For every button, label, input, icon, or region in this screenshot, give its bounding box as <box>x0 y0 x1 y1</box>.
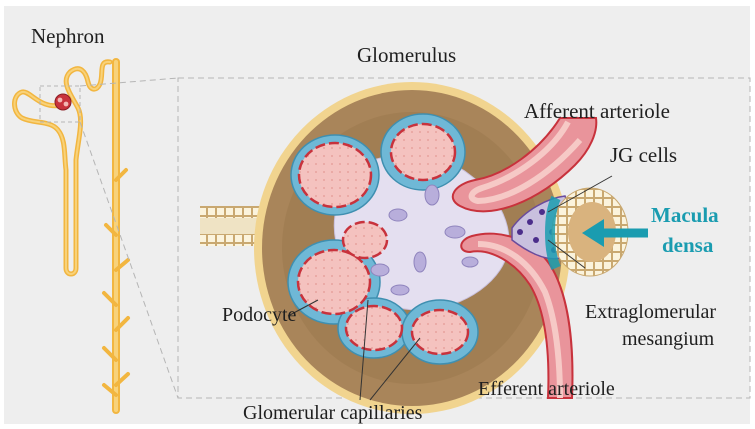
label-glomerulus: Glomerulus <box>357 43 456 67</box>
label-nephron: Nephron <box>31 24 105 48</box>
label-podocyte: Podocyte <box>222 304 297 326</box>
label-afferent-arteriole: Afferent arteriole <box>524 99 670 123</box>
label-jg-cells: JG cells <box>610 143 677 167</box>
label-extraglomerular: Extraglomerular <box>585 301 716 323</box>
label-glomerular-capillaries: Glomerular capillaries <box>243 402 423 424</box>
label-mesangium: mesangium <box>622 328 715 350</box>
label-efferent-arteriole: Efferent arteriole <box>478 378 615 400</box>
label-densa: densa <box>662 233 714 257</box>
mini-glomerulus-icon <box>55 94 71 110</box>
label-macula: Macula <box>651 203 719 227</box>
